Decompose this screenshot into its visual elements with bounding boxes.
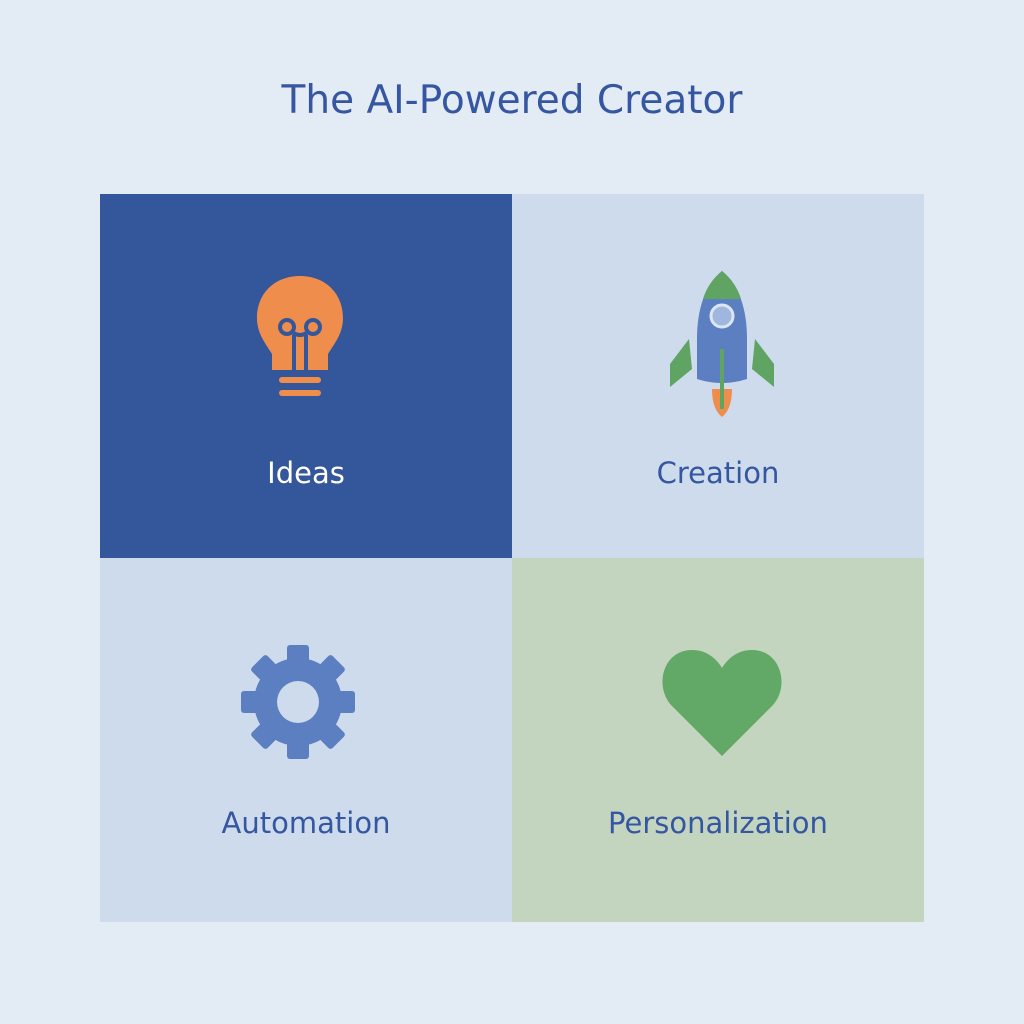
page-title: The AI-Powered Creator bbox=[281, 78, 743, 123]
lightbulb-icon bbox=[257, 276, 343, 396]
quadrant-ideas: Ideas bbox=[100, 194, 512, 558]
quadrant-creation: Creation bbox=[512, 194, 924, 558]
quadrant-automation: Automation bbox=[100, 558, 512, 922]
quadrant-label: Personalization bbox=[608, 806, 828, 840]
gear-icon bbox=[241, 645, 355, 759]
quadrant-label: Creation bbox=[656, 456, 780, 490]
quadrant-personalization: Personalization bbox=[512, 558, 924, 922]
rocket-icon bbox=[670, 271, 774, 417]
heart-icon bbox=[662, 650, 782, 756]
quadrant-label: Automation bbox=[221, 806, 391, 840]
quadrant-grid: Ideas Creation bbox=[100, 194, 924, 922]
quadrant-label: Ideas bbox=[267, 456, 345, 490]
